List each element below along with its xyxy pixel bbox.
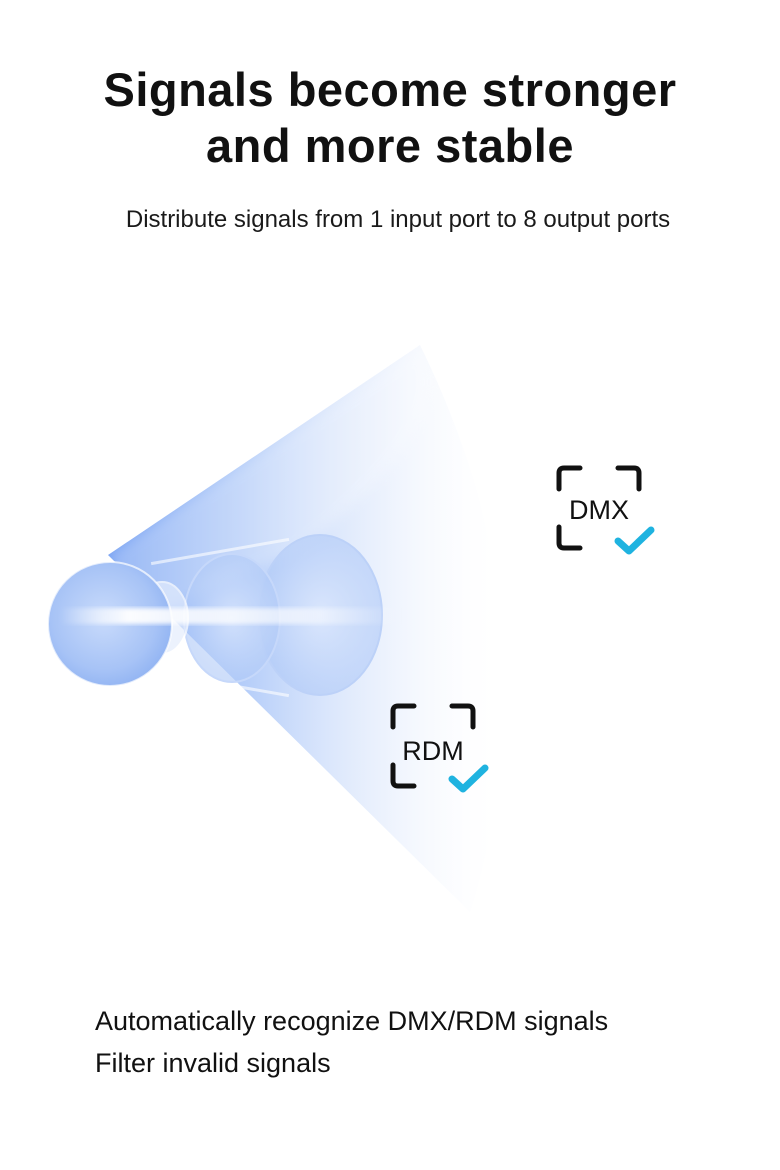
feature-item: Filter invalid signals [95, 1048, 331, 1078]
title-line-1: Signals become stronger [103, 63, 677, 116]
check-icon [448, 764, 489, 793]
scan-frame-icon [390, 703, 476, 789]
feature-list: Automatically recognize DMX/RDM signals … [95, 1000, 608, 1084]
title-line-2: and more stable [206, 119, 574, 172]
rdm-label: RDM [402, 736, 464, 766]
beam-light-streak-thin [150, 537, 290, 566]
beam-light-streak-thin-lower [150, 669, 290, 698]
rdm-badge: RDM [390, 703, 490, 795]
page-title: Signals become stronger and more stable [0, 62, 780, 174]
dmx-label: DMX [569, 495, 629, 525]
feature-item: Automatically recognize DMX/RDM signals [95, 1006, 609, 1036]
beam-cone-highlight [108, 345, 432, 620]
check-icon [614, 526, 655, 555]
signal-beam-illustration [47, 345, 506, 912]
beam-light-streak [60, 608, 400, 624]
scan-frame-icon [556, 465, 642, 551]
dmx-badge: DMX [556, 465, 656, 557]
subtitle: Distribute signals from 1 input port to … [125, 206, 671, 233]
